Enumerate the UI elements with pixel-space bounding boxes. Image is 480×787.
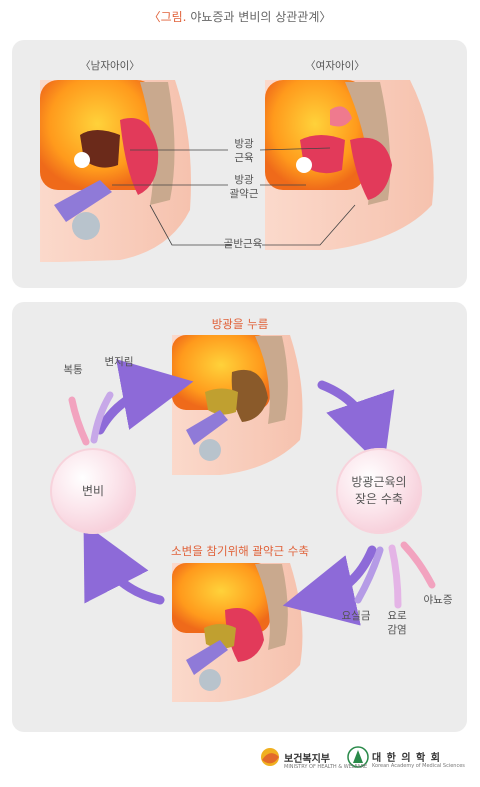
contraction-circle: 방광근육의 잦은 수축 <box>336 448 422 534</box>
label-pain: 복통 <box>63 364 83 376</box>
ministry-logo-icon <box>261 748 279 766</box>
label-sphincter-line2: 괄약근 <box>229 187 259 200</box>
arrow-constipation-to-press <box>95 359 194 435</box>
label-bladder-muscle-line1: 방광 <box>234 138 254 150</box>
constipation-circle: 변비 <box>50 448 136 534</box>
association-name: 대 한 의 학 회 <box>372 753 441 764</box>
label-bladder-muscle: 방광 근육 <box>226 138 262 165</box>
contraction-line1: 방광근육의 <box>351 475 407 490</box>
girl-label: 〈여자아이〉 <box>305 60 365 72</box>
cycle-illustration-bottom <box>172 563 303 702</box>
label-pelvic-muscle: 골반근육 <box>223 238 263 250</box>
cycle-arrows <box>83 359 395 626</box>
boy-label: 〈남자아이〉 <box>80 60 140 72</box>
symptom-arrows <box>68 391 436 609</box>
label-hold-urine: 소변을 참기위해 괄약근 수축 <box>171 544 309 558</box>
figure-title-prefix: 〈그림. <box>148 10 187 24</box>
label-uti-line1: 요로 <box>387 610 407 622</box>
ministry-name: 보건복지부 <box>284 754 330 765</box>
label-uti-line2: 감염 <box>387 623 407 636</box>
label-bladder-muscle-line2: 근육 <box>234 151 254 164</box>
label-uti: 요로 감염 <box>380 610 414 637</box>
label-press-bladder: 방광을 누름 <box>211 317 269 331</box>
leader-lines <box>112 147 356 246</box>
constipation-text: 변비 <box>81 483 105 498</box>
figure-title-text: 야뇨증과 변비의 상관관계〉 <box>186 10 332 24</box>
ministry-sub: MINISTRY OF HEALTH & WELFARE <box>284 764 368 770</box>
association-sub: Korean Academy of Medical Sciences <box>372 763 465 769</box>
arrow-hold-to-constipation <box>83 522 165 605</box>
arrow-contraction-to-hold <box>282 545 377 626</box>
label-incontinence: 요실금 <box>341 610 371 622</box>
figure-title: 〈그림. 야뇨증과 변비의 상관관계〉 <box>0 8 480 25</box>
boy-anatomy <box>40 80 191 262</box>
label-enuresis: 야뇨증 <box>423 594 453 606</box>
girl-anatomy <box>265 80 434 250</box>
arrow-press-to-contraction <box>317 380 395 470</box>
cycle-illustration-top <box>172 335 303 475</box>
label-sphincter-line1: 방광 <box>234 174 254 186</box>
contraction-text: 방광근육의 잦은 수축 <box>351 474 406 508</box>
label-sphincter: 방광 괄약근 <box>224 174 264 201</box>
association-logo-icon <box>347 746 369 768</box>
contraction-line2: 잦은 수축 <box>355 492 403 506</box>
label-distension: 변지림 <box>104 356 134 368</box>
